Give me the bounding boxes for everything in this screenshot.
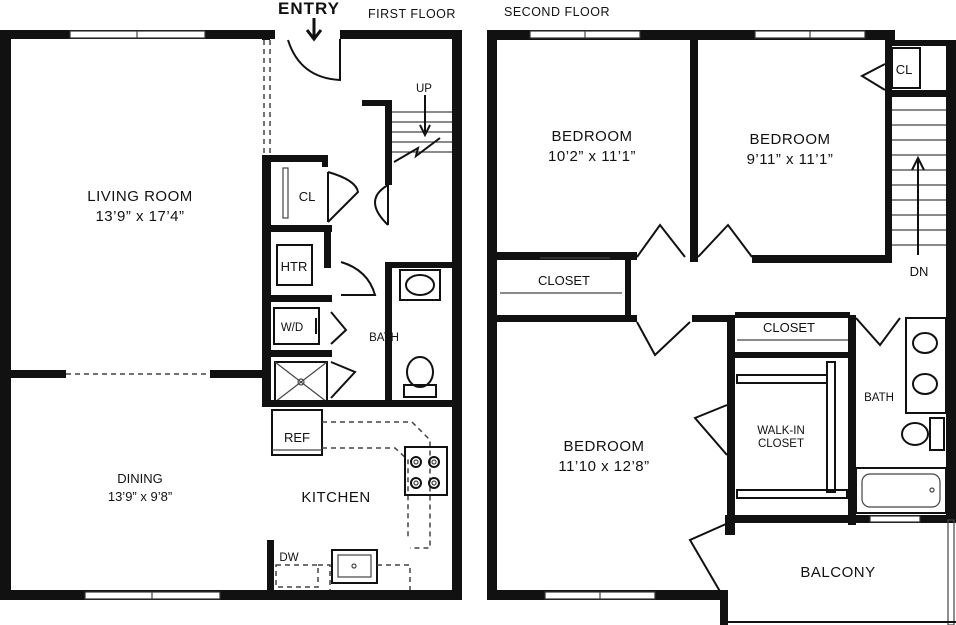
closet-bottom-wall bbox=[497, 315, 637, 322]
second-floor-label: SECOND FLOOR bbox=[504, 5, 610, 19]
washer-dryer-label: W/D bbox=[281, 322, 303, 334]
ff-bath-label: BATH bbox=[369, 332, 399, 344]
labels: ENTRY FIRST FLOOR SECOND FLOOR LIVING RO… bbox=[87, 0, 928, 581]
ff-top-wall-right bbox=[340, 30, 462, 39]
stairs-down-label: DN bbox=[910, 264, 929, 279]
closet-small-label: CL bbox=[896, 62, 913, 77]
walk-in-wall-left bbox=[727, 315, 735, 525]
entry-door bbox=[287, 39, 341, 82]
refrigerator bbox=[271, 409, 323, 456]
heater-box bbox=[276, 244, 313, 286]
dining-label: DINING bbox=[117, 471, 163, 486]
bath-sink bbox=[399, 269, 441, 301]
kitchen-label: KITCHEN bbox=[301, 489, 370, 506]
first-floor-plan bbox=[0, 30, 462, 600]
utility-column-wall bbox=[262, 155, 271, 407]
living-dining-divider-left bbox=[11, 370, 66, 378]
sf-left-wall bbox=[487, 30, 497, 600]
sf-right-wall bbox=[946, 40, 956, 520]
bath-bottom-wall bbox=[262, 400, 462, 407]
first-floor-label: FIRST FLOOR bbox=[368, 7, 456, 21]
stairs-up-label: UP bbox=[416, 83, 432, 95]
bath-wall bbox=[385, 262, 392, 407]
living-dining-divider-right bbox=[210, 370, 270, 378]
closet-1-label: CLOSET bbox=[538, 273, 590, 288]
bedroom-3-size: 11’10 x 12’8” bbox=[558, 458, 649, 475]
balcony-label: BALCONY bbox=[800, 564, 875, 581]
heater-label: HTR bbox=[281, 259, 308, 274]
kitchen-sink bbox=[331, 549, 378, 584]
bedroom-divider bbox=[690, 40, 698, 262]
refrigerator-label: REF bbox=[284, 430, 310, 445]
walk-in-label-line2: CLOSET bbox=[758, 438, 804, 450]
entry-label: ENTRY bbox=[278, 0, 340, 18]
upstairs-toilet bbox=[901, 422, 929, 446]
second-floor-plan bbox=[487, 30, 956, 625]
bath-wall-left bbox=[848, 315, 856, 525]
bedroom-1-label: BEDROOM bbox=[551, 128, 632, 145]
washer-dryer-box bbox=[273, 307, 320, 345]
ff-closet-label: CL bbox=[299, 189, 316, 204]
balcony-railing bbox=[947, 519, 955, 625]
double-vanity bbox=[905, 317, 947, 414]
dishwasher bbox=[275, 564, 319, 588]
living-room-label: LIVING ROOM bbox=[87, 188, 193, 205]
bedroom-2-label: BEDROOM bbox=[749, 131, 830, 148]
sf-top-wall bbox=[487, 30, 895, 40]
bedroom-2-size: 9’11” x 11’1” bbox=[747, 151, 834, 168]
living-room-size: 13’9” x 17’4” bbox=[95, 208, 184, 225]
toilet bbox=[406, 356, 434, 388]
dining-size: 13’9” x 9’8” bbox=[108, 489, 172, 504]
bedroom-3-label: BEDROOM bbox=[563, 438, 644, 455]
ff-left-wall bbox=[0, 30, 11, 600]
stairs-down bbox=[892, 109, 946, 255]
ff-bottom-wall bbox=[0, 590, 462, 600]
stove bbox=[404, 446, 448, 496]
walk-in-label-line1: WALK-IN bbox=[757, 425, 805, 437]
sf-bath-label: BATH bbox=[864, 392, 894, 404]
stairs-up bbox=[392, 95, 452, 163]
ff-right-wall bbox=[452, 30, 462, 600]
entry-arrow-icon bbox=[305, 18, 323, 42]
closet-2-label: CLOSET bbox=[763, 320, 815, 335]
bedroom-1-size: 10’2” x 11’1” bbox=[548, 148, 636, 165]
dishwasher-label: DW bbox=[279, 552, 298, 564]
bathtub bbox=[855, 467, 947, 514]
